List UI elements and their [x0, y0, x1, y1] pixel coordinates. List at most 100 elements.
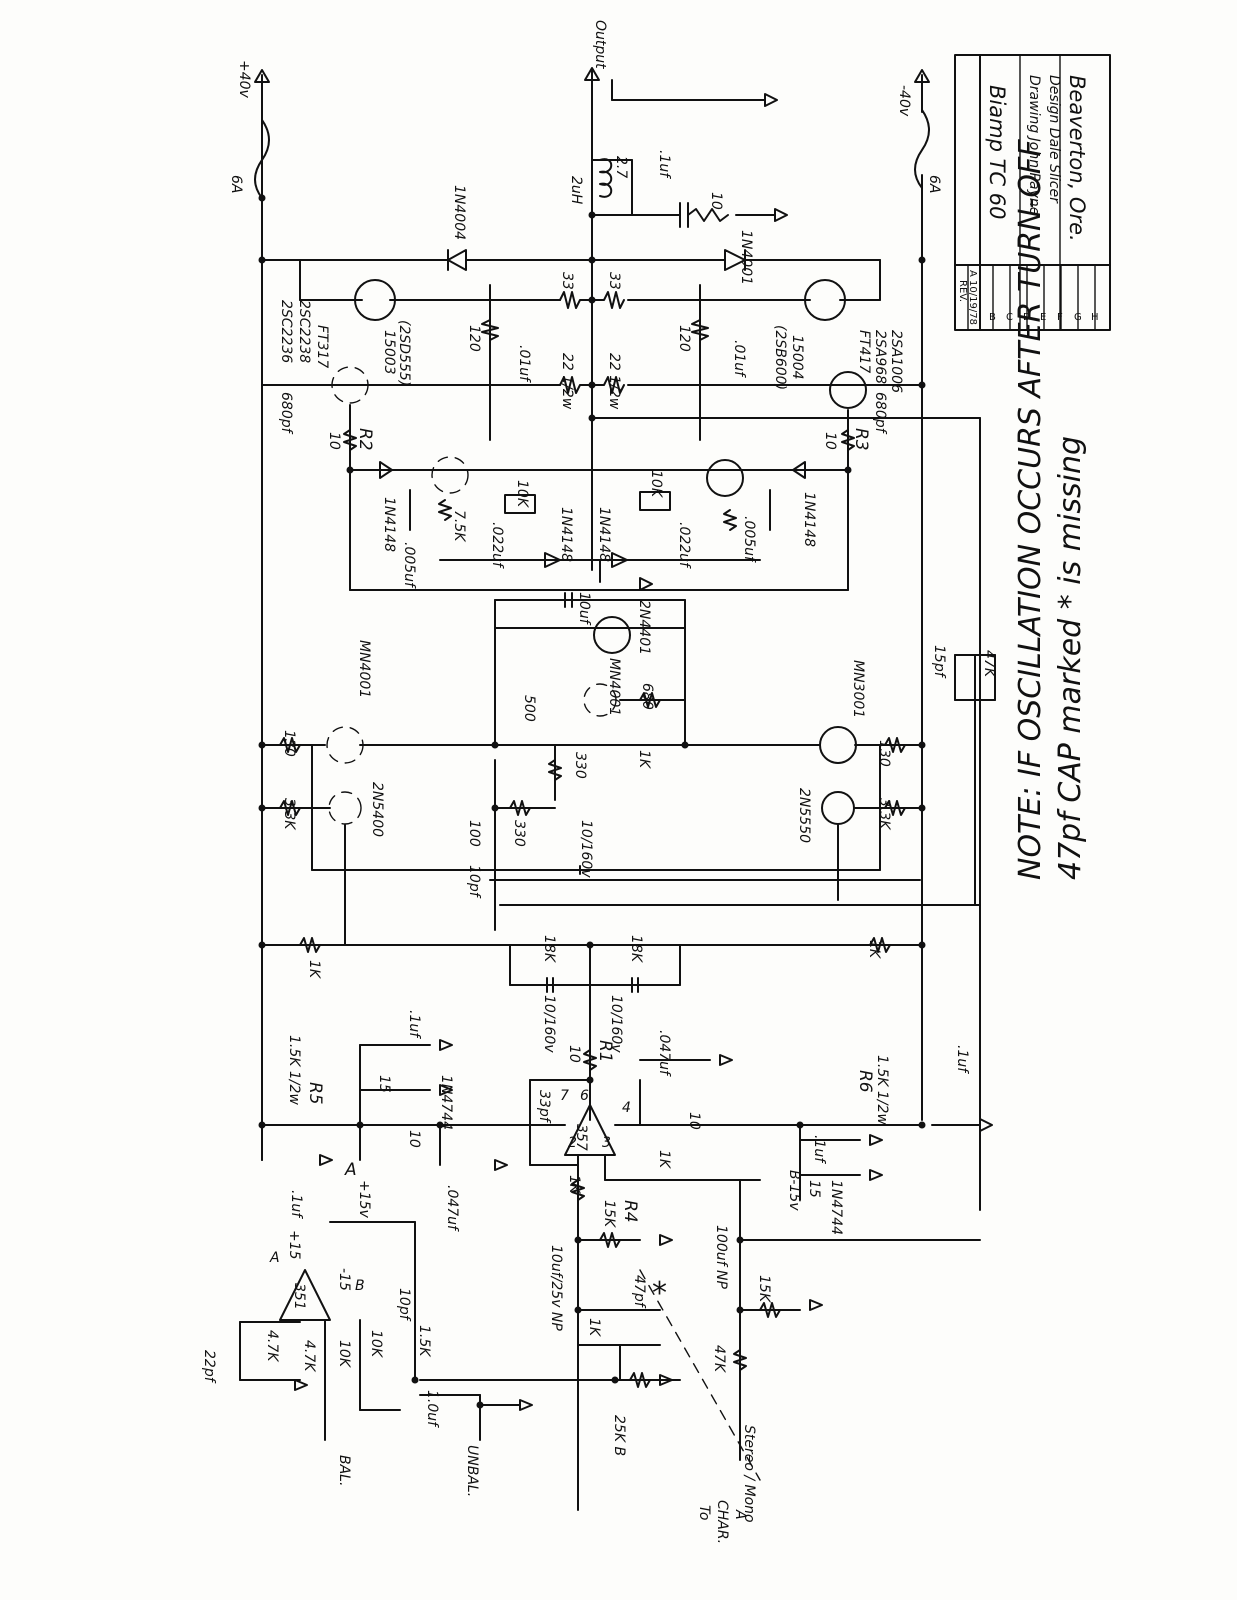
zener-1n4744-a: 1N4744: [438, 1075, 454, 1130]
cap-out-label: .1uf: [656, 150, 672, 179]
cap-10-160-b: 10/160v: [541, 995, 557, 1053]
junction-dot: [588, 296, 596, 304]
res-10-b: 10: [406, 1130, 422, 1148]
junction-dot: [918, 741, 926, 749]
cap-33pf: 33pf: [536, 1090, 552, 1124]
cap-680-b: 680pf: [872, 392, 888, 435]
opamp-351-label: 351: [291, 1283, 307, 1310]
output-label: Output: [592, 20, 608, 69]
cap-047-a: .047uf: [656, 1030, 672, 1077]
inductor-2uh: 2uH: [568, 176, 584, 205]
res-680: 680: [639, 683, 655, 710]
q1-part-b: 2SC2238: [296, 300, 312, 363]
junction-dot: [844, 466, 852, 474]
oscillation-note: NOTE: IF OSCILLATION OCCURS AFTER TURN-O…: [1013, 139, 1088, 880]
res-1k-a: 1K: [636, 750, 652, 770]
q1-part-a: 2SC2236: [278, 300, 294, 363]
res-120-a: 120: [466, 325, 482, 352]
junction-dot: [586, 941, 594, 949]
note-line-2: 47pf CAP marked * is missing: [1053, 436, 1088, 880]
pot-25k: 25K B: [611, 1415, 627, 1456]
q3-part-b: 15004: [789, 335, 805, 380]
r5-value: 1.5K 1/2w: [286, 1035, 302, 1105]
r6-label: R6: [855, 1070, 875, 1093]
res-18k-a: 18K: [541, 935, 557, 964]
bal-input-label: BAL.: [336, 1455, 352, 1486]
rev-header: REV.: [957, 280, 968, 302]
fuse-neg-label: 6A: [926, 175, 942, 193]
res-100: 100: [466, 820, 482, 847]
q4-part-a: FT417: [856, 330, 872, 373]
junction-dot: [588, 414, 596, 422]
pot-500: 500: [521, 695, 537, 722]
cap-1-b: .1uf: [954, 1045, 970, 1074]
rail-pos-label: +40v: [236, 60, 252, 99]
switch-stereo-mono: Stereo / Mono: [741, 1425, 757, 1523]
cap-47pf: 47pf: [631, 1275, 647, 1309]
r2-label: R2: [355, 428, 375, 451]
cap-1-a: .1uf: [406, 1010, 422, 1039]
junction-dot: [258, 256, 266, 264]
res-1k-e: 1K: [656, 1150, 672, 1170]
pin-3: 3: [602, 1135, 611, 1151]
junction-dot: [918, 1121, 926, 1129]
zener-1n4744-b: 1N4744: [828, 1180, 844, 1235]
q-2n5550: 2N5550: [796, 788, 812, 843]
junction-dot: [736, 1236, 744, 1244]
res-15k-a: 15K: [601, 1200, 617, 1229]
to-char-a: A: [732, 1509, 748, 1520]
res-10-a: 10: [326, 432, 342, 450]
res-22-b: 22 1/2w: [606, 353, 622, 410]
junction-dot: [574, 1306, 582, 1314]
cap-01-a: .01uf: [516, 345, 532, 383]
star-marker: *: [652, 1276, 667, 1311]
res-10k-c: 10K: [336, 1340, 352, 1369]
cap-10pf: 10pf: [466, 865, 482, 899]
res-1k-c: 1K: [866, 940, 882, 960]
to-char-label: CHAR.: [714, 1500, 730, 1544]
junction-dot: [588, 256, 596, 264]
junction-dot: [258, 194, 266, 202]
res-47k-b: 47K: [711, 1345, 727, 1374]
resistor-2-7: 2.7: [613, 156, 629, 178]
junction-dot: [918, 256, 926, 264]
diode-1n4148-b: 1N4148: [558, 507, 574, 562]
rev-row-a: A 10/19/78: [967, 270, 978, 325]
res-10-b: 10: [822, 432, 838, 450]
diode-1n4004: 1N4004: [451, 185, 467, 240]
res-330-a: 330: [572, 752, 588, 779]
opamp-neg15: -15: [336, 1268, 352, 1291]
res-4-7k-c: 4.7K: [301, 1340, 317, 1373]
cap-01-b: .01uf: [731, 340, 747, 378]
junction-dot: [258, 741, 266, 749]
res-22-a: 22 1/2w: [559, 353, 575, 410]
junction-dot: [491, 741, 499, 749]
junction-dot: [588, 381, 596, 389]
to-char-to: To: [696, 1505, 712, 1520]
q-2n5400: 2N5400: [369, 782, 385, 837]
junction-dot: [918, 941, 926, 949]
q4-part-c: 2SA1006: [888, 330, 904, 393]
res-130-a: 130: [281, 730, 297, 757]
junction-dot: [796, 1121, 804, 1129]
labels: +40v 6A -40v 6A Output 1N4004 1N4001 2uH…: [201, 20, 997, 1544]
opamp-357-label: 357: [573, 1124, 589, 1151]
res-4-7k-a: 4.7K: [264, 1330, 280, 1363]
fuse-pos-label: 6A: [228, 175, 244, 193]
cap-15pf: 15pf: [931, 645, 947, 679]
res-18k-b: 18K: [628, 935, 644, 964]
note-line-1: NOTE: IF OSCILLATION OCCURS AFTER TURN-O…: [1013, 139, 1048, 880]
junction-dot: [681, 741, 689, 749]
opamp-pos15: +15: [286, 1230, 302, 1260]
cap-10-160-a: 10/160v: [578, 820, 594, 878]
res-33-b: 33: [606, 272, 622, 290]
res-120-b: 120: [676, 325, 692, 352]
junction-dot: [918, 804, 926, 812]
res-10k-a: 10K: [514, 480, 530, 509]
cap-005-b: .005uf: [741, 516, 757, 563]
rail-neg-label: -40v: [896, 85, 912, 117]
node-a-label: A: [344, 1160, 357, 1180]
